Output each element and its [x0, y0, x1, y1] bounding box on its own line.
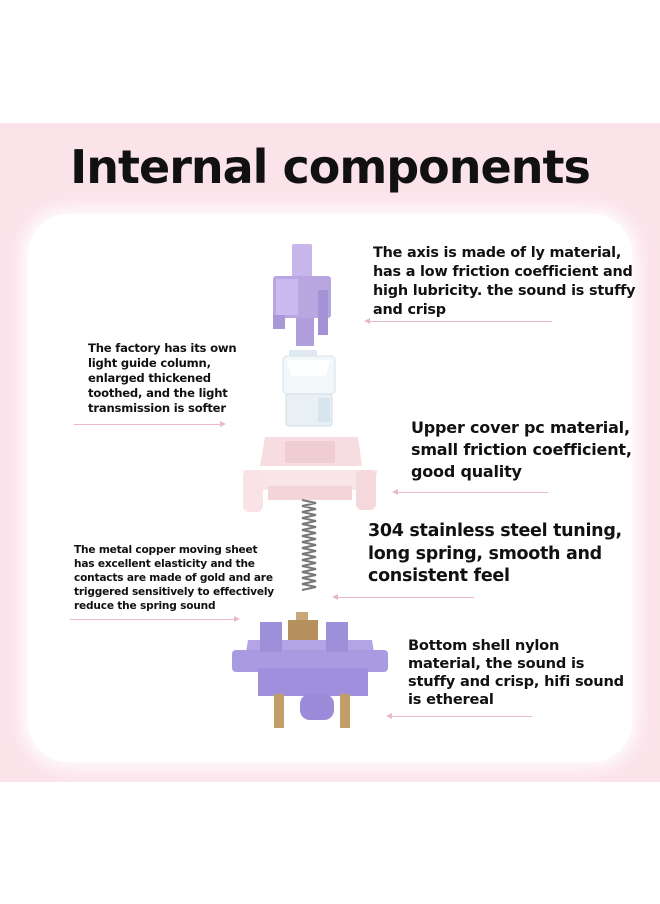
axis-annotation: The axis is made of ly material, has a l…: [373, 245, 636, 318]
bottom-shell-annotation: Bottom shell nylon material, the sound i…: [408, 637, 624, 708]
light-guide-leader-line: [74, 421, 226, 427]
upper-cover-annotation: Upper cover pc material, small friction …: [411, 418, 632, 481]
copper-sheet-leader-line: [70, 616, 240, 622]
bottom-shell-part: [232, 612, 388, 728]
upper-cover-leader-line: [392, 489, 548, 495]
page-title: Internal components: [70, 140, 591, 194]
light-guide-part: [282, 350, 336, 427]
upper-cover-part: [243, 437, 378, 512]
stem-part: [273, 244, 331, 346]
axis-leader-line: [364, 318, 552, 324]
spring-part: [301, 499, 317, 591]
spring-annotation: 304 stainless steel tuning, long spring,…: [368, 521, 622, 586]
copper-sheet-annotation: The metal copper moving sheet has excell…: [74, 544, 274, 612]
light-guide-annotation: The factory has its own light guide colu…: [88, 341, 237, 415]
bottom-shell-leader-line: [386, 713, 532, 719]
spring-leader-line: [332, 594, 474, 600]
